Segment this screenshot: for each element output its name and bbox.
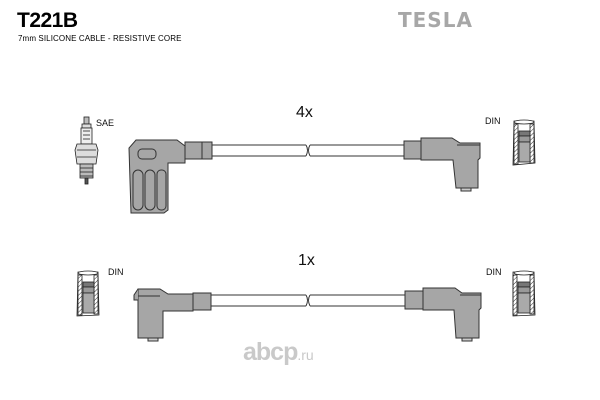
connector-label-din: DIN	[486, 267, 502, 277]
connector-label-din: DIN	[485, 116, 501, 126]
part-number-title: T221B	[17, 9, 78, 32]
watermark-text: abcp	[243, 338, 298, 366]
quantity-label-top: 4x	[296, 104, 313, 121]
distributor-boot	[404, 287, 482, 342]
cable-description: 7mm SILICONE CABLE - RESISTIVE CORE	[18, 34, 182, 43]
cable-assembly-1x	[76, 270, 536, 342]
din-terminal-icon	[512, 119, 536, 166]
connector-label-sae: SAE	[96, 118, 115, 128]
watermark-suffix: .ru	[297, 347, 314, 363]
watermark: abcp.ru	[243, 338, 314, 367]
din-terminal-icon	[76, 270, 100, 317]
spark-plug-icon	[74, 116, 99, 185]
brand-logo: TESLA	[398, 8, 473, 32]
spark-plug-boot	[128, 139, 213, 214]
ignition-cable	[211, 294, 405, 307]
ignition-cable	[212, 144, 404, 157]
distributor-boot	[133, 288, 212, 342]
cable-assembly-4x	[74, 116, 536, 214]
distributor-boot	[403, 137, 481, 192]
connector-label-din: DIN	[108, 267, 124, 277]
quantity-label-bottom: 1x	[298, 252, 315, 269]
din-terminal-icon	[512, 270, 536, 317]
